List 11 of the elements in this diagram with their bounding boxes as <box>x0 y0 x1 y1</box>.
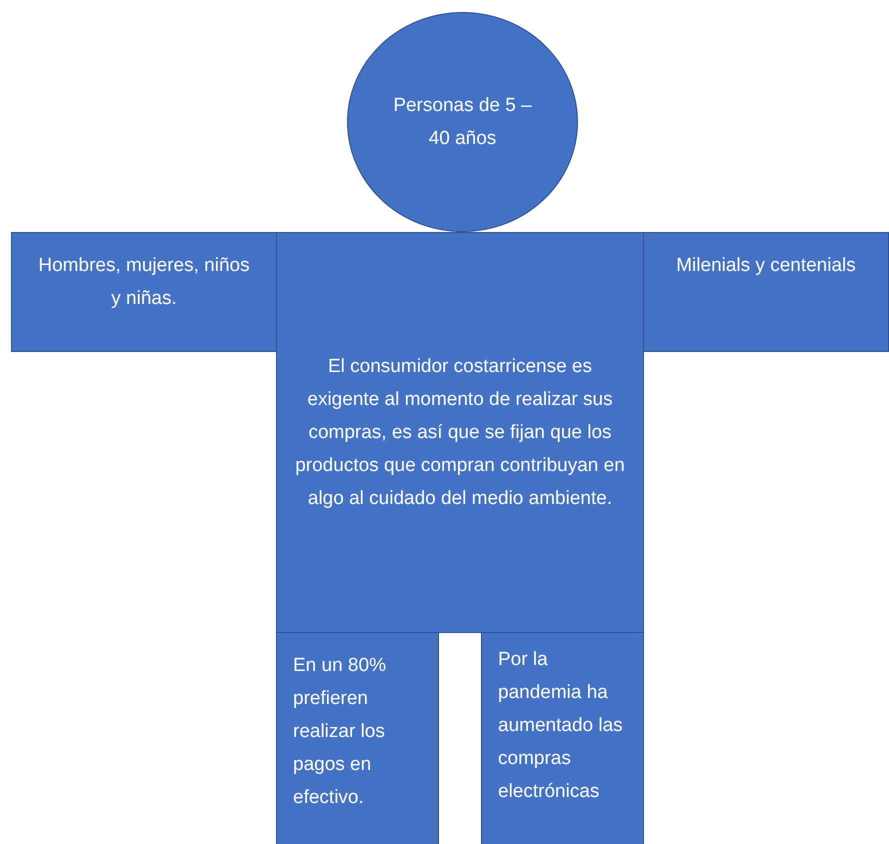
leg-box <box>481 632 644 844</box>
node-text: Hombres, mujeres, niños y niñas. <box>37 254 251 311</box>
arm-box <box>11 232 277 352</box>
node-text: Por la pandemia ha aumentado las compras electrónicas <box>498 648 624 804</box>
node-text: En un 80% prefieren realizar los pagos en efectivo. <box>293 654 387 810</box>
node-text: Personas de 5 – 40 años <box>392 94 533 151</box>
leg-box <box>276 632 439 844</box>
arm-box <box>643 232 889 352</box>
node-text: Milenials y centenials <box>675 254 857 278</box>
node-text: El consumidor costarricense es exigente al momento de realizar sus compras, es así que se fijan que los productos que compran contribuyan en algo al cuidado del medio ambiente. <box>295 355 625 511</box>
torso-box <box>276 232 644 633</box>
